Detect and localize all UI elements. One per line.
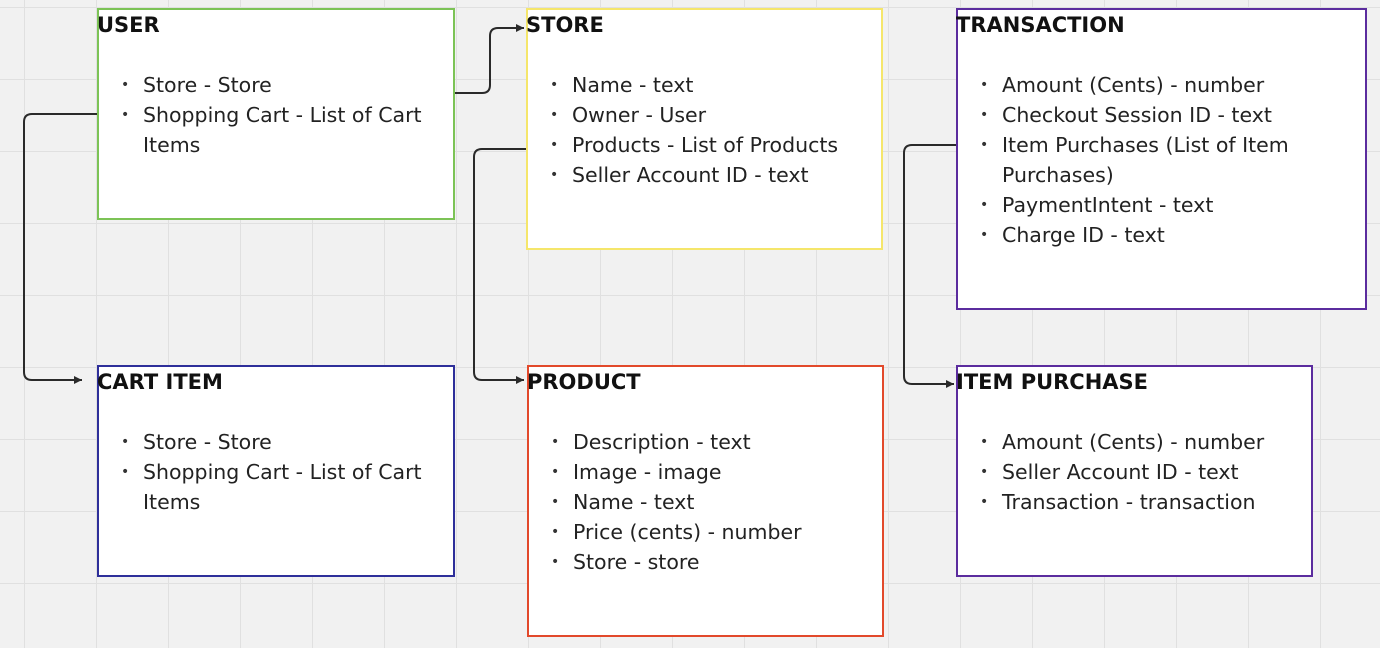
field-list: • Amount (Cents) - number • Checkout Ses… <box>958 70 1359 250</box>
field-label: Name - text <box>572 73 694 97</box>
field-label: Amount (Cents) - number <box>1002 430 1265 454</box>
entity-store[interactable]: STORE • Name - text • Owner - User • Pro… <box>526 8 883 250</box>
connector-store-to-product <box>473 148 526 384</box>
bullet-icon: • <box>551 494 560 510</box>
field-item: • Seller Account ID - text <box>528 160 875 190</box>
field-list: • Store - Store • Shopping Cart - List o… <box>99 427 447 517</box>
bullet-icon: • <box>551 554 560 570</box>
entity-user[interactable]: USER • Store - Store • Shopping Cart - L… <box>97 8 455 220</box>
field-label: Shopping Cart - List of Cart Items <box>143 460 422 514</box>
field-label: Owner - User <box>572 103 707 127</box>
field-item: • Transaction - transaction <box>958 487 1305 517</box>
field-label: Store - Store <box>143 73 272 97</box>
field-label: Store - Store <box>143 430 272 454</box>
field-label: Name - text <box>573 490 695 514</box>
field-item: • Amount (Cents) - number <box>958 427 1305 457</box>
field-item: • Store - Store <box>99 427 447 457</box>
bullet-icon: • <box>980 197 989 213</box>
field-item: • Description - text <box>529 427 876 457</box>
field-label: Price (cents) - number <box>573 520 802 544</box>
field-label: Item Purchases (List of Item Purchases) <box>1002 133 1289 187</box>
field-item: • Owner - User <box>528 100 875 130</box>
bullet-icon: • <box>980 227 989 243</box>
entity-transaction[interactable]: TRANSACTION • Amount (Cents) - number • … <box>956 8 1367 310</box>
field-item: • PaymentIntent - text <box>958 190 1359 220</box>
bullet-icon: • <box>121 464 130 480</box>
bullet-icon: • <box>551 464 560 480</box>
bullet-icon: • <box>980 494 989 510</box>
field-item: • Shopping Cart - List of Cart Items <box>99 100 447 160</box>
field-item: • Charge ID - text <box>958 220 1359 250</box>
entity-product[interactable]: PRODUCT • Description - text • Image - i… <box>527 365 884 637</box>
field-item: • Name - text <box>529 487 876 517</box>
field-label: Amount (Cents) - number <box>1002 73 1265 97</box>
entity-title: CART ITEM <box>97 370 223 394</box>
field-item: • Name - text <box>528 70 875 100</box>
field-label: Charge ID - text <box>1002 223 1165 247</box>
field-item: • Checkout Session ID - text <box>958 100 1359 130</box>
bullet-icon: • <box>550 137 559 153</box>
bullet-icon: • <box>980 464 989 480</box>
entity-title: PRODUCT <box>527 370 641 394</box>
field-label: Image - image <box>573 460 722 484</box>
bullet-icon: • <box>551 524 560 540</box>
bullet-icon: • <box>121 107 130 123</box>
field-label: Description - text <box>573 430 751 454</box>
entity-cart-item[interactable]: CART ITEM • Store - Store • Shopping Car… <box>97 365 455 577</box>
entity-title: STORE <box>526 13 604 37</box>
field-label: Seller Account ID - text <box>572 163 809 187</box>
field-list: • Description - text • Image - image • N… <box>529 427 876 577</box>
field-item: • Products - List of Products <box>528 130 875 160</box>
field-item: • Store - Store <box>99 70 447 100</box>
connector-transaction-to-item-purchase <box>903 144 957 388</box>
field-label: Transaction - transaction <box>1002 490 1256 514</box>
field-list: • Amount (Cents) - number • Seller Accou… <box>958 427 1305 517</box>
field-item: • Item Purchases (List of Item Purchases… <box>958 130 1359 190</box>
bullet-icon: • <box>980 107 989 123</box>
field-label: Products - List of Products <box>572 133 839 157</box>
entity-title: USER <box>97 13 160 37</box>
field-item: • Shopping Cart - List of Cart Items <box>99 457 447 517</box>
entity-title: TRANSACTION <box>956 13 1125 37</box>
entity-title: ITEM PURCHASE <box>956 370 1149 394</box>
field-label: Store - store <box>573 550 700 574</box>
field-label: Checkout Session ID - text <box>1002 103 1272 127</box>
field-label: Seller Account ID - text <box>1002 460 1239 484</box>
bullet-icon: • <box>980 137 989 153</box>
field-item: • Seller Account ID - text <box>958 457 1305 487</box>
connector-user-to-store <box>454 24 524 94</box>
entity-item-purchase[interactable]: ITEM PURCHASE • Amount (Cents) - number … <box>956 365 1313 577</box>
field-item: • Amount (Cents) - number <box>958 70 1359 100</box>
field-label: PaymentIntent - text <box>1002 193 1214 217</box>
connector-user-to-cart-item <box>23 113 98 384</box>
field-item: • Store - store <box>529 547 876 577</box>
bullet-icon: • <box>121 77 130 93</box>
field-label: Shopping Cart - List of Cart Items <box>143 103 422 157</box>
field-list: • Name - text • Owner - User • Products … <box>528 70 875 190</box>
bullet-icon: • <box>980 77 989 93</box>
field-item: • Price (cents) - number <box>529 517 876 547</box>
bullet-icon: • <box>551 434 560 450</box>
bullet-icon: • <box>980 434 989 450</box>
bullet-icon: • <box>550 77 559 93</box>
bullet-icon: • <box>121 434 130 450</box>
bullet-icon: • <box>550 167 559 183</box>
field-item: • Image - image <box>529 457 876 487</box>
field-list: • Store - Store • Shopping Cart - List o… <box>99 70 447 160</box>
bullet-icon: • <box>550 107 559 123</box>
